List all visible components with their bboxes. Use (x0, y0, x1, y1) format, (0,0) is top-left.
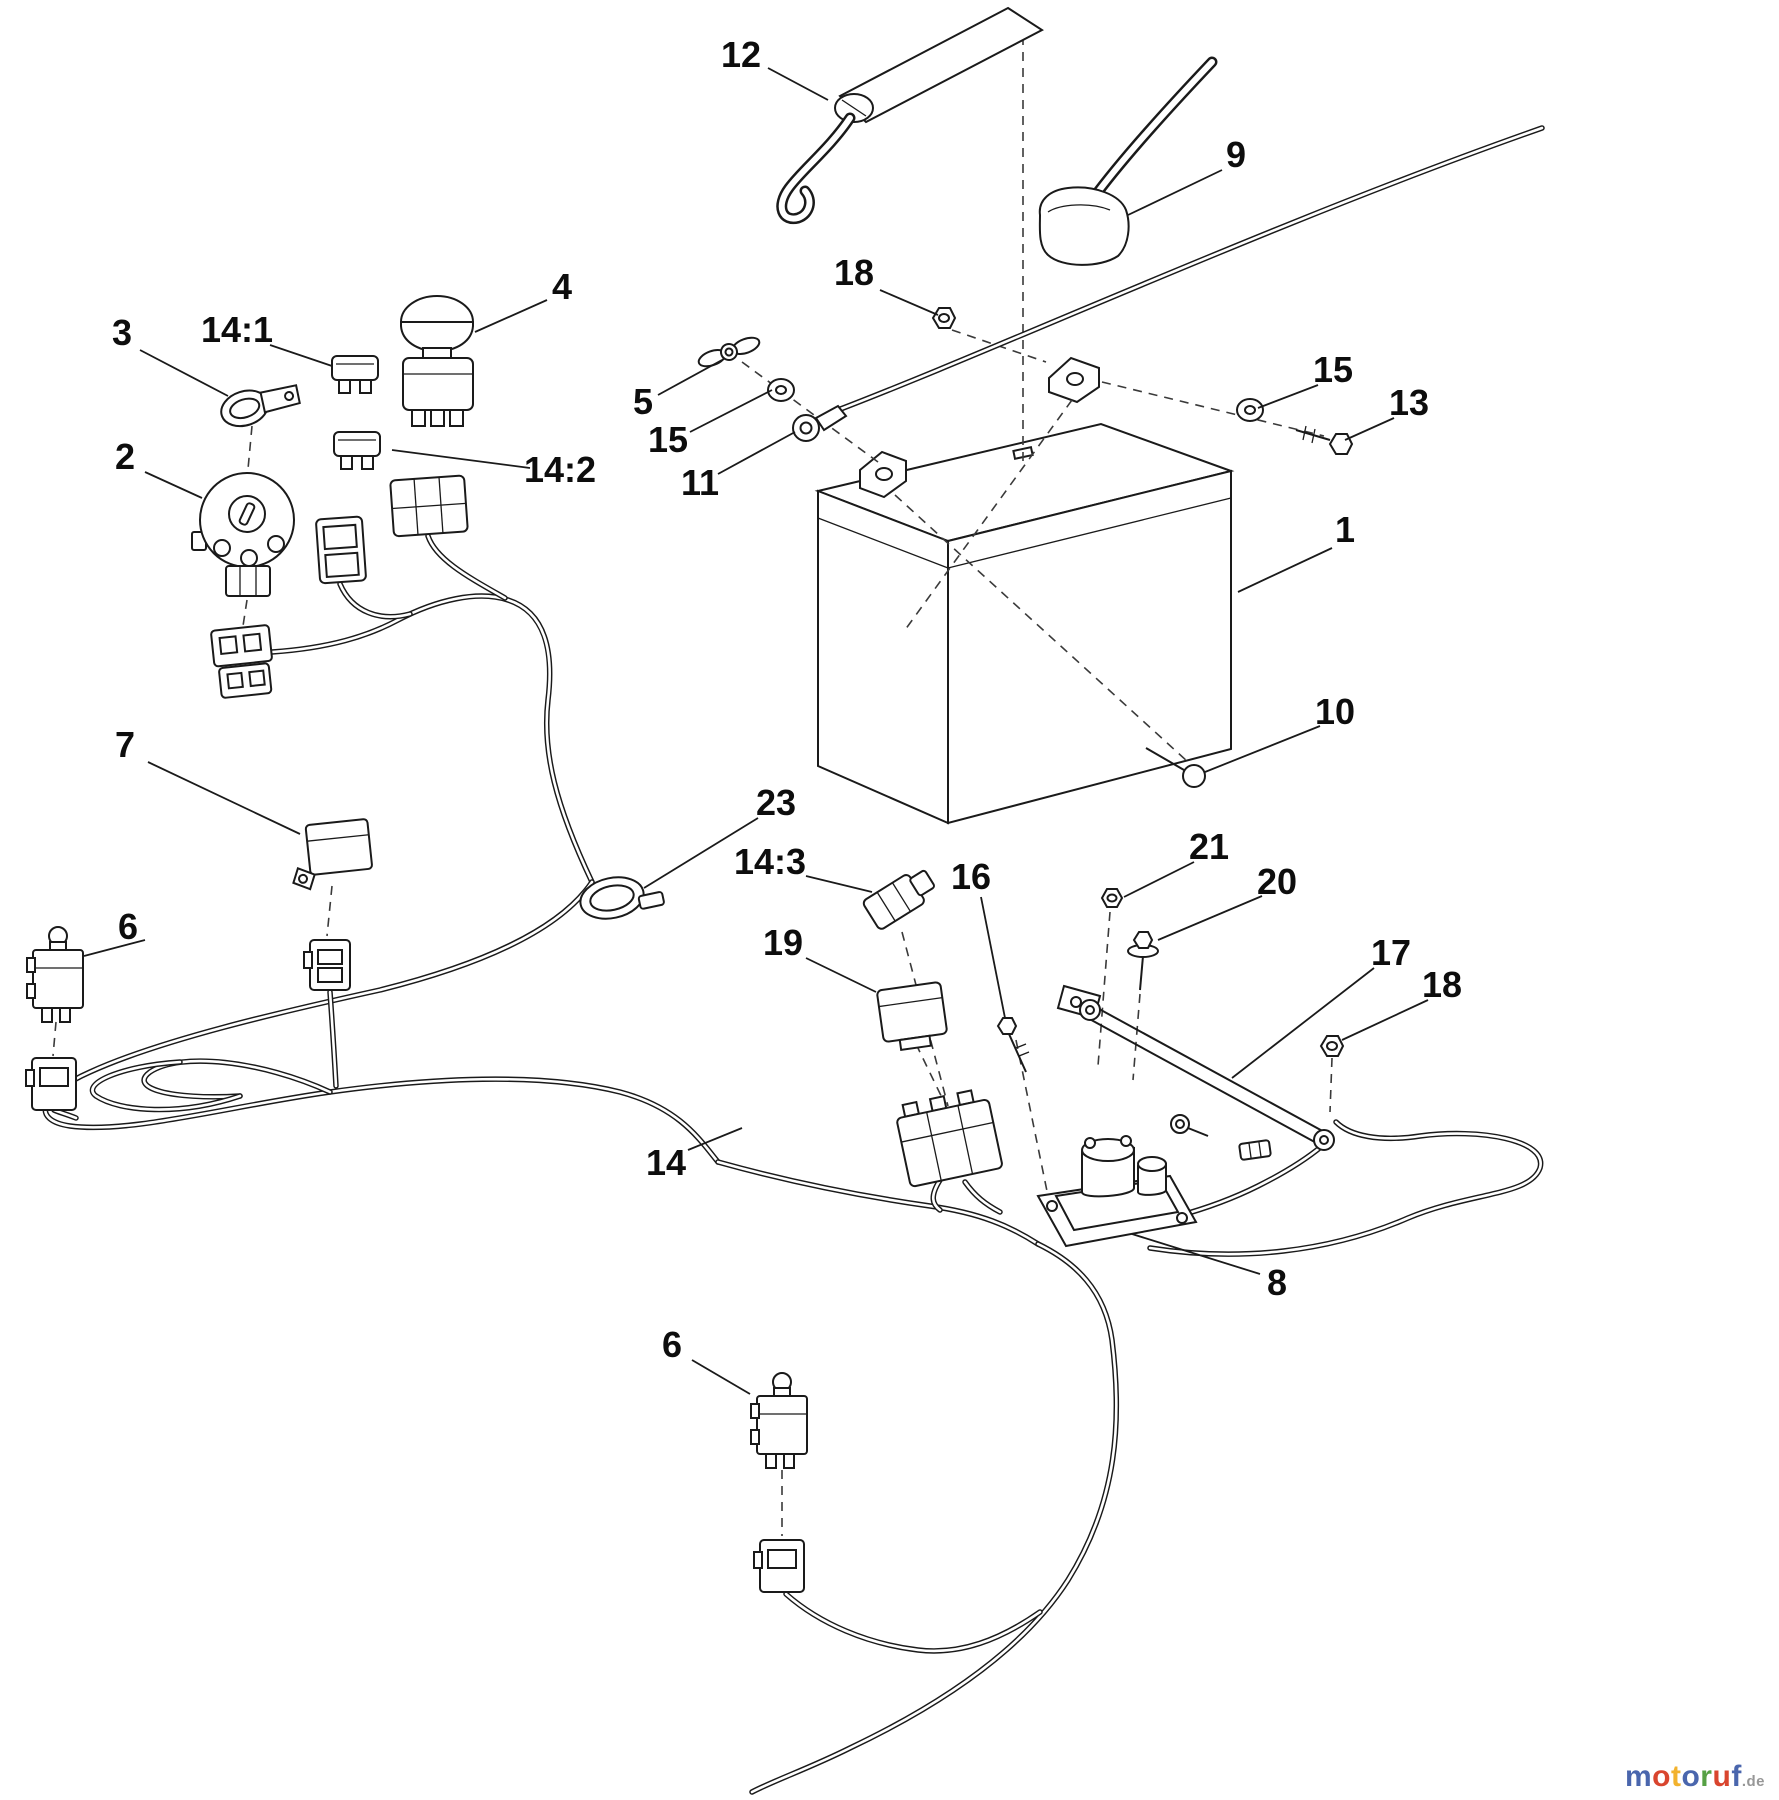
inline-connector (1238, 1139, 1272, 1161)
callout-21: 21 (1188, 826, 1230, 867)
pto-switch (400, 295, 474, 427)
callout-10: 10 (1314, 691, 1356, 732)
callout-4: 4 (551, 266, 573, 307)
callout-14: 14 (645, 1142, 687, 1183)
callout-12: 12 (720, 34, 762, 75)
leader-lines (83, 67, 1429, 1395)
connector-14-3 (862, 869, 935, 930)
callout-7: 7 (114, 724, 136, 765)
nut-18-top (931, 307, 957, 329)
callout-6-left: 6 (117, 906, 139, 947)
callout-15-left: 15 (647, 419, 689, 460)
watermark-logo: motoruf.de (1625, 1760, 1765, 1794)
ignition-switch (191, 472, 295, 597)
bolt-13 (1295, 425, 1354, 455)
cable-clamp (579, 876, 665, 920)
battery-terminal-rear (1048, 356, 1100, 404)
wing-nut (697, 336, 761, 368)
battery (814, 356, 1235, 825)
callout-15-right: 15 (1312, 349, 1354, 390)
nut-18-right (1319, 1035, 1345, 1057)
battery-hold-down-rod (776, 6, 1044, 225)
callout-1: 1 (1334, 509, 1356, 550)
safety-switch-bottom (750, 1372, 808, 1469)
callout-14-2: 14:2 (523, 449, 597, 490)
flange-bolt-20 (1127, 931, 1159, 991)
callout-6-bottom: 6 (661, 1324, 683, 1365)
harness-connector-6pin (389, 474, 469, 538)
battery-terminal-front (859, 450, 907, 499)
battery-terminal-cover (1038, 56, 1218, 266)
wire-harness (42, 533, 1544, 1795)
ground-ring-terminal (1170, 1114, 1209, 1137)
pin-10 (1145, 747, 1206, 788)
watermark-letter: m (1624, 1760, 1653, 1793)
harness-connector-4pin (315, 515, 367, 585)
watermark-suffix: .de (1741, 1773, 1765, 1790)
callout-2: 2 (114, 436, 136, 477)
ignition-connector (210, 624, 273, 699)
relay-19 (876, 981, 948, 1052)
fuse-block (896, 1089, 1003, 1188)
callout-13: 13 (1388, 382, 1430, 423)
callout-5: 5 (632, 381, 654, 422)
watermark-letter: o (1652, 1760, 1671, 1793)
fuse-14-1 (331, 355, 379, 394)
callout-23: 23 (755, 782, 797, 823)
watermark-letter: f (1731, 1760, 1742, 1793)
battery-cable (835, 125, 1545, 413)
ignition-key (220, 384, 301, 428)
safety-switch-left (26, 926, 84, 1023)
washer-right (1236, 398, 1264, 422)
callout-9: 9 (1225, 134, 1247, 175)
callout-18-top: 18 (833, 252, 875, 293)
watermark-letter: u (1712, 1760, 1732, 1793)
washer-left (767, 378, 795, 402)
callout-19: 19 (762, 922, 804, 963)
nut-21 (1100, 888, 1124, 908)
ring-terminal (792, 404, 848, 442)
callout-11: 11 (680, 462, 720, 503)
brace-17 (1079, 999, 1335, 1151)
safety-switch-left-connector (25, 1057, 77, 1111)
callout-16: 16 (950, 856, 992, 897)
callout-17: 17 (1370, 932, 1412, 973)
callout-18-right: 18 (1421, 964, 1463, 1005)
watermark-letter: t (1670, 1760, 1682, 1793)
starter-solenoid (1036, 1135, 1198, 1248)
callout-20: 20 (1256, 861, 1298, 902)
watermark-letter: o (1681, 1760, 1701, 1793)
relay-7 (292, 818, 373, 891)
callout-8: 8 (1266, 1262, 1288, 1303)
callout-3: 3 (111, 312, 133, 353)
callout-14-3: 14:3 (733, 841, 807, 882)
bolt-16 (996, 1017, 1030, 1073)
watermark-letter: r (1700, 1760, 1713, 1793)
alignment-lines (52, 36, 1333, 1536)
relay-7-connector (303, 939, 351, 991)
safety-switch-bottom-connector (753, 1539, 805, 1593)
fuse-14-2 (333, 431, 381, 470)
callout-14-1: 14:1 (200, 309, 274, 350)
